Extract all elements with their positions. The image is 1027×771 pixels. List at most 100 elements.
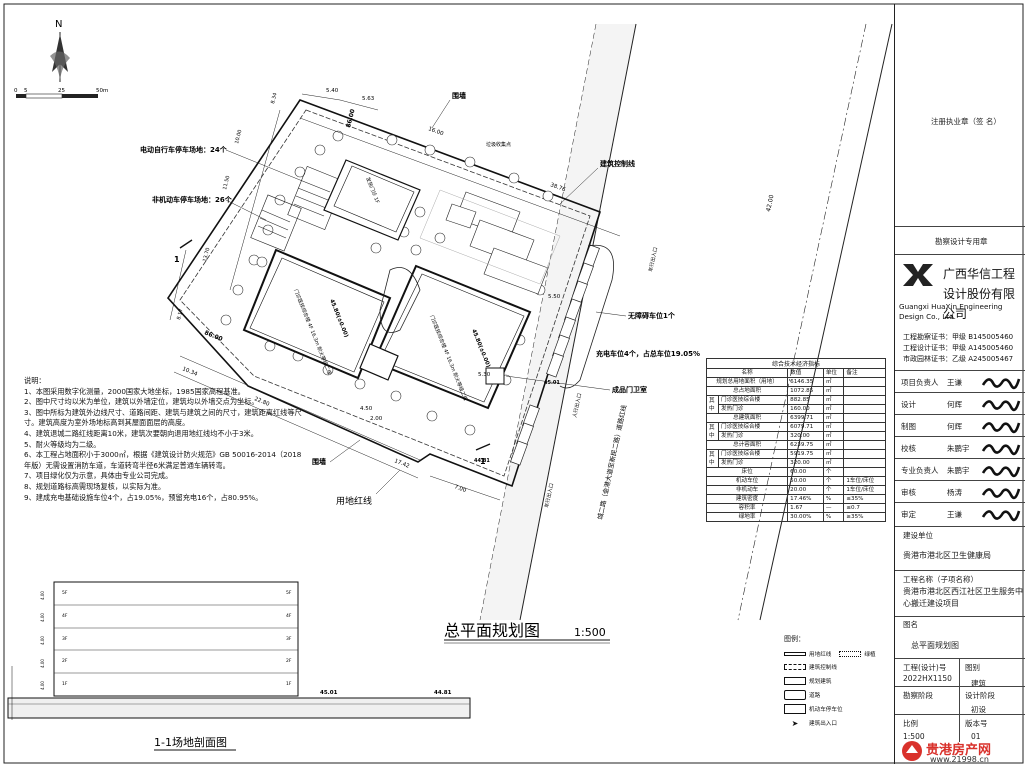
table-cell: 非机动车 — [705, 485, 789, 495]
sheet-border — [3, 3, 1024, 764]
table-cell: 门诊医技综合楼 — [717, 449, 789, 459]
table-cell: 320.00 — [787, 431, 824, 441]
svg-text:5.40: 5.40 — [326, 88, 339, 94]
callouts: 围墙 电动自行车停车场地：24个 非机动车停车场地：26个 垃圾收集点 建筑控制… — [140, 91, 700, 507]
svg-text:4.00: 4.00 — [40, 613, 45, 622]
survey-stage-label: 勘察阶段 — [903, 691, 933, 700]
svg-text:22.80: 22.80 — [253, 396, 270, 408]
table-group-cell: 其中 — [706, 395, 719, 414]
table-cell: 1072.85 — [787, 386, 824, 396]
internal-path — [379, 267, 421, 333]
svg-text:13.70: 13.70 — [202, 247, 211, 262]
svg-text:16.00: 16.00 — [427, 126, 444, 137]
table-cell — [843, 449, 886, 459]
svg-text:17.42: 17.42 — [393, 458, 410, 469]
nonmotor-parking-area — [250, 194, 302, 252]
svg-text:2F: 2F — [62, 658, 68, 664]
table-cell: 1车位/床位 — [843, 476, 886, 486]
project-label: 工程名称（子项名称） — [903, 575, 978, 584]
table-cell: ㎡ — [822, 422, 845, 432]
svg-text:4.00: 4.00 — [40, 681, 45, 690]
drawing-name-label: 图名 — [903, 620, 918, 629]
table-cell: 5919.75 — [787, 449, 824, 459]
role-row: 制图何辉 — [895, 414, 1025, 436]
svg-text:4F: 4F — [286, 613, 292, 619]
table-cell — [843, 431, 886, 441]
svg-text:5.30: 5.30 — [478, 372, 491, 378]
table-cell: 绿地率 — [705, 512, 789, 522]
svg-text:38.76: 38.76 — [549, 182, 566, 193]
role-row: 专业负责人朱鹏宇 — [895, 458, 1025, 480]
svg-text:8.34: 8.34 — [270, 92, 279, 104]
svg-text:11.50: 11.50 — [222, 175, 231, 190]
table-cell: 建筑密度 — [705, 494, 789, 504]
building-1 — [242, 248, 392, 380]
section-mark-1: 1 1 — [174, 239, 491, 466]
note-item: 4、建筑退城二路红线距离10米，建筑次要朝向退用地红线均不小于3米。 — [24, 428, 258, 438]
signature-icon — [981, 395, 1021, 413]
svg-text:5.50: 5.50 — [548, 294, 561, 300]
hatched-plaza — [419, 189, 561, 285]
watermark-url: www.21998.cn — [930, 755, 989, 764]
table-cell — [843, 377, 886, 387]
company-certs: 工程勘察证书：甲级 B145005460 工程设计证书：甲级 A14500546… — [903, 332, 1027, 365]
road-swatch-icon — [784, 690, 806, 700]
table-group-cell: 其中 — [706, 422, 719, 441]
note-item: 1、本图采用数字化测量，2000国家大地坐标，1985国家高程基准。 — [24, 386, 245, 396]
parking-swatch-icon — [784, 704, 806, 714]
label-charging: 充电车位4个，占总车位19.05% — [596, 349, 700, 358]
table-cell: ㎡ — [822, 449, 845, 459]
table-cell: ㎡ — [822, 395, 845, 405]
svg-text:4.00: 4.00 — [40, 636, 45, 645]
table-header: 名称 — [705, 368, 789, 378]
table-cell: ㎡ — [822, 413, 845, 423]
table-cell: 规划总用地面积（用地） — [705, 377, 789, 387]
svg-text:4F: 4F — [62, 613, 68, 619]
svg-text:4.00: 4.00 — [40, 659, 45, 668]
client-label: 建设单位 — [903, 531, 933, 540]
pavilion-blocks — [445, 191, 549, 295]
project-no-label: 工程(设计)号 — [903, 663, 947, 672]
table-cell: ≤35% — [843, 494, 886, 504]
scale-label: 比例 — [903, 719, 918, 728]
legend-item: 用地红线 — [809, 652, 832, 658]
svg-text:10.00: 10.00 — [234, 129, 243, 144]
role-name: 朱鹏宇 — [947, 444, 970, 453]
parking-stalls-east — [510, 244, 600, 466]
svg-text:1F: 1F — [62, 681, 68, 687]
label-fence-bottom: 围墙 — [312, 457, 326, 466]
table-group-cell: 其中 — [706, 449, 719, 468]
project-no: 2022HX1150 — [903, 674, 952, 683]
building-connector — [359, 343, 399, 381]
table-cell: 17.46% — [787, 494, 824, 504]
table-cell: 6399.71 — [787, 413, 824, 423]
table-cell: 50.00 — [787, 476, 824, 486]
table-cell: 1车位/床位 — [843, 485, 886, 495]
east-driveway — [559, 244, 614, 389]
svg-text:45.01: 45.01 — [544, 380, 560, 386]
table-cell: 发热门诊 — [717, 431, 789, 441]
control-line-swatch-icon — [784, 664, 806, 670]
table-cell: 6146.35 — [787, 377, 824, 387]
table-cell: 床位 — [705, 467, 789, 477]
svg-text:车行出入口: 车行出入口 — [647, 246, 659, 272]
design-notes: 说明： 1、本图采用数字化测量，2000国家大地坐标，1985国家高程基准。 2… — [24, 376, 306, 503]
signature-icon — [981, 439, 1021, 457]
svg-text:2.00: 2.00 — [370, 416, 383, 422]
note-item: 6、本工程占地面积小于3000㎡，根据《建筑设计防火规范》GB 50016-20… — [24, 450, 302, 470]
svg-text:1: 1 — [174, 255, 180, 264]
label-redline: 用地红线 — [336, 495, 372, 507]
legend-item: 规划建筑 — [809, 679, 832, 685]
watermark: 贵港房产网 www.21998.cn — [900, 737, 1027, 767]
dimension-text: 5.40 5.63 8.34 16.00 38.76 10.00 11.50 1… — [176, 88, 567, 494]
table-cell: ㎡ — [822, 404, 845, 414]
